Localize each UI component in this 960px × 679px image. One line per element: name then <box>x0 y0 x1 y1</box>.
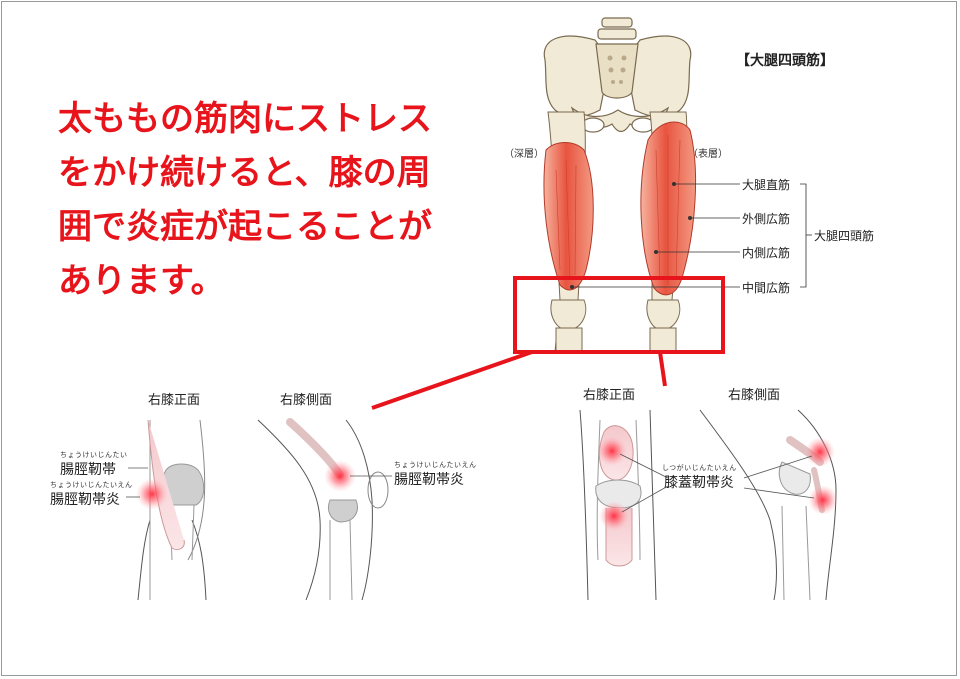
sacral-foramina <box>607 55 627 84</box>
right-front-view-title: 右膝正面 <box>583 388 636 403</box>
inflammation-spot <box>324 460 356 492</box>
term-iliotibial-band-syndrome-side: 腸脛靭帯炎 <box>394 472 464 488</box>
highlight-connector-right <box>658 351 667 387</box>
muscle-label-vastus-lateralis: 外側広筋 <box>742 212 791 226</box>
left-leg-deep <box>543 111 594 353</box>
term-ruby: しつがいじんたいえん <box>662 464 737 472</box>
muscle-leader-lines <box>572 183 812 288</box>
inflammation-spot <box>808 485 838 515</box>
left-front-knee <box>137 419 207 601</box>
muscle-pointer-dots <box>570 182 692 289</box>
inflammation-spot <box>136 478 168 510</box>
pelvis-illustration <box>543 17 692 133</box>
muscle-label-vastus-medialis: 内側広筋 <box>742 246 791 260</box>
headline-line-1: 太ももの筋肉にストレス <box>58 99 432 139</box>
left-side-view-title: 右膝側面 <box>280 393 333 408</box>
term-ruby: ちょうけいじんたいえん <box>50 481 133 489</box>
vertebra <box>597 28 637 40</box>
term-ruby: ちょうけいじんたい <box>60 451 128 459</box>
left-side-knee <box>257 418 389 601</box>
sacrum <box>595 43 639 99</box>
term-ruby: ちょうけいじんたいえん <box>394 461 477 469</box>
knee-highlight-box <box>513 276 725 354</box>
term-patellar-tendinitis: 膝蓋靭帯炎 <box>664 475 734 491</box>
inflammation-spot <box>805 437 835 467</box>
inflammation-spot <box>597 436 627 466</box>
deep-layer-label: （深層） <box>504 149 544 160</box>
left-front-view-title: 右膝正面 <box>148 393 201 408</box>
muscle-diagram-title: 【大腿四頭筋】 <box>736 53 834 69</box>
muscle-label-vastus-intermedius: 中間広筋 <box>742 281 791 295</box>
right-side-view-title: 右膝側面 <box>728 388 781 403</box>
highlight-connector-left <box>371 350 533 410</box>
headline-text: 太ももの筋肉にストレス をかけ続けると、膝の周 囲で炎症が起こることが あります… <box>58 92 458 308</box>
inflammation-spot <box>599 501 629 531</box>
term-iliotibial-band-syndrome: 腸脛靭帯炎 <box>50 492 120 508</box>
muscle-label-rectus-femoris: 大腿直筋 <box>742 178 791 192</box>
vertebra <box>601 17 633 28</box>
headline-line-3: 囲で炎症が起こることが <box>58 207 432 247</box>
term-iliotibial-band: 腸脛靭帯 <box>60 462 116 478</box>
surface-layer-label: （表層） <box>688 149 728 160</box>
muscle-group-label: 大腿四頭筋 <box>814 229 875 243</box>
headline-line-4: あります。 <box>58 261 225 301</box>
headline-line-2: をかけ続けると、膝の周 <box>58 153 431 193</box>
right-pair-leader-lines <box>619 453 815 513</box>
